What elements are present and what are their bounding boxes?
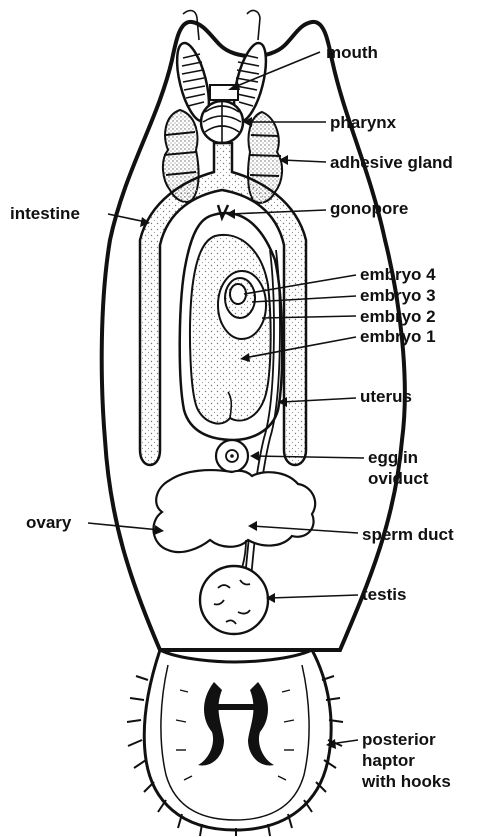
label-embryo-2: embryo 2	[360, 307, 436, 326]
label-gonopore: gonopore	[330, 199, 408, 218]
label-ovary: ovary	[26, 513, 72, 532]
label-posterior: posterior	[362, 730, 436, 749]
label-pharynx: pharynx	[330, 113, 397, 132]
embryo-4	[230, 284, 246, 304]
label-embryo-3: embryo 3	[360, 286, 436, 305]
label-with-hooks: with hooks	[361, 772, 451, 791]
label-embryo-1: embryo 1	[360, 327, 436, 346]
label-egg-in: egg in	[368, 448, 418, 467]
label-mouth: mouth	[326, 43, 378, 62]
label-oviduct: oviduct	[368, 469, 429, 488]
haptor-bar	[218, 704, 254, 710]
label-sperm-duct: sperm duct	[362, 525, 454, 544]
label-intestine: intestine	[10, 204, 80, 223]
egg-in-oviduct	[216, 440, 248, 472]
label-testis: testis	[362, 585, 406, 604]
posterior-haptor	[127, 650, 343, 836]
label-embryo-4: embryo 4	[360, 265, 436, 284]
label-haptor: haptor	[362, 751, 415, 770]
head-lobe-right	[247, 11, 260, 40]
label-uterus: uterus	[360, 387, 412, 406]
testis	[200, 566, 268, 634]
label-adhesive-gland: adhesive gland	[330, 153, 453, 172]
